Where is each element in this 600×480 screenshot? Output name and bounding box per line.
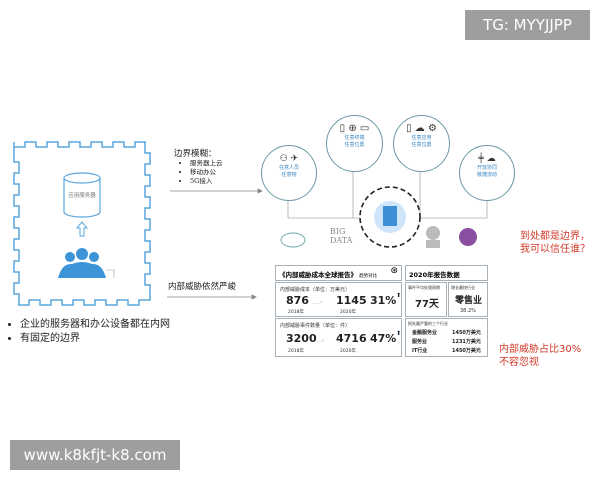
fastest-growth: 增长最快行业 零售业 38.2% — [448, 282, 488, 317]
server-icon — [63, 172, 101, 218]
up-arrow-icon — [75, 221, 89, 237]
circle-people: ⚇ ✈任意人员任意物 — [261, 145, 317, 201]
dashed-arrow-icon: ‥‥› — [314, 337, 325, 344]
ai-head-icon — [426, 226, 440, 248]
incident-row: 内部威胁事件数量（单位：件） 3200 ‥‥› 4716 47% ⬆ 2018年… — [275, 318, 402, 357]
globe-icon: ⊛ — [390, 266, 398, 276]
dashed-arrow-icon: ‥‥› — [312, 299, 323, 306]
building-icon — [383, 206, 397, 226]
arrow-bottom — [167, 294, 257, 300]
collab-icon: ╪ ☁ — [478, 154, 496, 164]
report-year-title: 2020年报告数据 — [405, 265, 488, 281]
avg-cycle: 事件平均处理周期 77天 — [405, 282, 447, 317]
insider-threat-note: 内部威胁依然严峻 — [168, 282, 237, 292]
cloud-app-icon: ▯ ☁ ⚙ — [406, 123, 437, 134]
users-icon — [58, 248, 115, 278]
iot-icon — [459, 228, 477, 246]
insider-ratio-note: 内部威胁占比30%不容忽视 — [499, 344, 582, 368]
arrow-top — [170, 188, 263, 194]
report-title: 《内部威胁成本全球报告》 趋势对比⊛ — [275, 265, 402, 281]
cost-row: 内部威胁成本（单位：万美元） 876 ‥‥› 1145 31% ⬆ 2018年 … — [275, 282, 402, 317]
circle-collab: ╪ ☁开放协同敏捷流动 — [459, 145, 515, 201]
trust-question: 到处都是边界，我可以信任谁？ — [520, 231, 590, 255]
device-icon: ▯ ⊕ ▭ — [339, 123, 370, 134]
up-arrow-icon: ⬆ — [396, 292, 402, 299]
circle-apps: ▯ ☁ ⚙任意应用任意位置 — [393, 115, 450, 172]
people-icon: ⚇ ✈ — [279, 154, 299, 164]
blurred-boundary-note: 边界模糊： 服务器上云 移动办公 5G接入 — [174, 147, 223, 186]
perimeter-bullets: 企业的服务器和办公设备都在内网 有固定的边界 — [0, 318, 170, 346]
up-arrow-icon: ⬆ — [396, 330, 402, 337]
cloud-icon — [280, 232, 306, 248]
watermark-bottom: www.k8kfjt-k8.com — [10, 440, 180, 470]
server-label: 应用服务器 — [68, 193, 96, 199]
watermark-top: TG: MYYJJPP — [465, 10, 590, 40]
circle-terminals: ▯ ⊕ ▭任意终端任意位置 — [326, 115, 383, 172]
